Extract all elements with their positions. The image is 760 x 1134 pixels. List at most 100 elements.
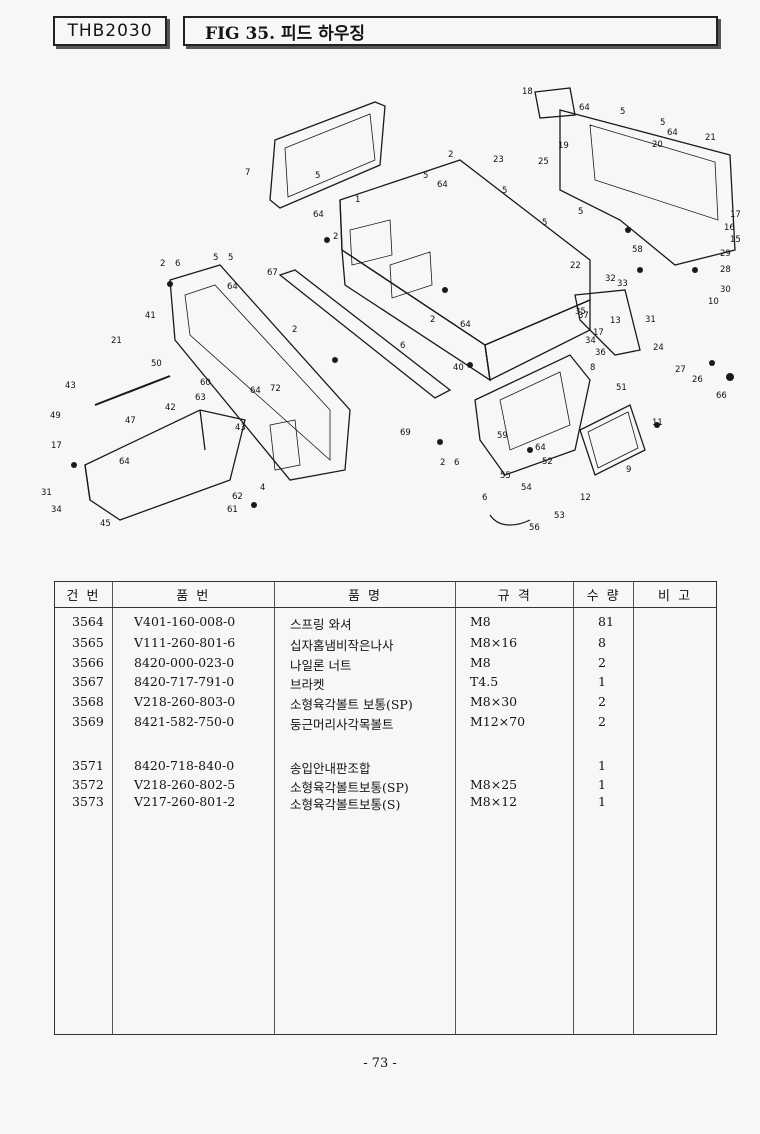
table-row: 3564 V401-160-008-0 스프링 와셔 M8 81	[54, 614, 717, 632]
col-header-note: 비 고	[633, 581, 717, 608]
svg-text:43: 43	[235, 423, 246, 433]
svg-text:63: 63	[195, 393, 206, 403]
table-row: 3567 8420-717-791-0 브라켓 T4.5 1	[54, 674, 717, 692]
svg-text:64: 64	[667, 128, 678, 138]
qty: 1	[598, 758, 606, 773]
svg-text:60: 60	[200, 378, 211, 388]
cover-plate	[269, 101, 386, 209]
qty: 2	[598, 694, 606, 709]
svg-text:2: 2	[292, 325, 297, 335]
housing-window-left	[349, 219, 393, 266]
svg-text:34: 34	[585, 336, 596, 346]
svg-text:64: 64	[579, 103, 590, 113]
part-name: 송입안내판조합	[290, 761, 371, 776]
svg-text:25: 25	[538, 157, 549, 167]
svg-text:37: 37	[578, 311, 589, 321]
part-name: 나일론 너트	[290, 658, 352, 673]
feed-housing	[339, 159, 591, 346]
item-no: 3573	[72, 794, 104, 809]
part-no: 8420-000-023-0	[134, 655, 235, 670]
spec: M8×12	[470, 794, 518, 809]
svg-text:61: 61	[227, 505, 238, 515]
svg-text:64: 64	[535, 443, 546, 453]
side-frame-left	[169, 264, 351, 481]
svg-text:2: 2	[440, 458, 445, 468]
svg-text:30: 30	[720, 285, 731, 295]
qty: 2	[598, 655, 606, 670]
table-header-row: 건 번 품 번 품 명 규 격 수 량 비 고	[54, 581, 717, 608]
svg-text:64: 64	[313, 210, 324, 220]
spec: M12×70	[470, 714, 526, 729]
svg-text:26: 26	[692, 375, 703, 385]
svg-text:45: 45	[100, 519, 111, 529]
item-no: 3566	[72, 655, 104, 670]
part-name: 브라켓	[290, 677, 325, 692]
col-header-spec: 규 격	[455, 581, 575, 608]
item-no: 3565	[72, 635, 104, 650]
part-no: V218-260-802-5	[134, 777, 236, 792]
housing-window-mid	[389, 251, 433, 299]
svg-text:24: 24	[653, 343, 664, 353]
svg-text:5: 5	[213, 253, 218, 263]
svg-text:50: 50	[151, 359, 162, 369]
svg-text:64: 64	[119, 457, 130, 467]
svg-text:6: 6	[454, 458, 459, 468]
part-no: 8420-718-840-0	[134, 758, 235, 773]
spec: M8	[470, 614, 491, 629]
figure-title-text: FIG 35. 피드 하우징	[205, 23, 366, 44]
svg-text:64: 64	[250, 386, 261, 396]
svg-text:49: 49	[50, 411, 61, 421]
guide-plate-frame	[474, 354, 591, 476]
spec: M8×30	[470, 694, 518, 709]
svg-text:20: 20	[652, 140, 663, 150]
item-no: 3564	[72, 614, 104, 629]
svg-text:6: 6	[482, 493, 487, 503]
svg-text:43: 43	[65, 381, 76, 391]
svg-text:17: 17	[51, 441, 62, 451]
part-name: 소형육각볼트보통(S)	[290, 797, 401, 812]
svg-text:21: 21	[111, 336, 122, 346]
item-no: 3571	[72, 758, 104, 773]
qty: 1	[598, 794, 606, 809]
svg-text:64: 64	[460, 320, 471, 330]
svg-text:58: 58	[632, 245, 643, 255]
qty: 8	[598, 635, 606, 650]
svg-text:5: 5	[620, 107, 625, 117]
svg-text:10: 10	[708, 297, 719, 307]
rod	[94, 375, 171, 406]
part-name: 스프링 와셔	[290, 617, 352, 632]
svg-text:54: 54	[521, 483, 532, 493]
svg-text:5: 5	[660, 118, 665, 128]
col-header-qty: 수 량	[573, 581, 635, 608]
part-no: V218-260-803-0	[134, 694, 236, 709]
part-name: 십자홈냄비작은나사	[290, 638, 394, 653]
model-text: THB2030	[67, 21, 153, 41]
svg-text:12: 12	[580, 493, 591, 503]
svg-text:23: 23	[493, 155, 504, 165]
guide-rail	[278, 269, 452, 399]
part-no: 8420-717-791-0	[134, 674, 235, 689]
svg-text:40: 40	[453, 363, 464, 373]
table-row: 3572 V218-260-802-5 소형육각볼트보통(SP) M8×25 1	[54, 777, 717, 795]
svg-text:41: 41	[145, 311, 156, 321]
svg-text:29: 29	[720, 249, 731, 259]
col-header-part-no: 품 번	[112, 581, 275, 608]
svg-text:8: 8	[590, 363, 595, 373]
part-name: 소형육각볼트보통(SP)	[290, 780, 409, 795]
svg-text:15: 15	[730, 235, 741, 245]
svg-text:47: 47	[125, 416, 136, 426]
svg-text:42: 42	[165, 403, 176, 413]
svg-text:5: 5	[578, 207, 583, 217]
svg-text:62: 62	[232, 492, 243, 502]
svg-text:5: 5	[502, 186, 507, 196]
col-header-item-no: 건 번	[54, 581, 113, 608]
svg-text:2: 2	[160, 259, 165, 269]
svg-text:72: 72	[270, 384, 281, 394]
svg-text:6: 6	[400, 341, 405, 351]
spec: M8×25	[470, 777, 518, 792]
svg-text:36: 36	[595, 348, 606, 358]
svg-text:2: 2	[333, 232, 338, 242]
svg-text:53: 53	[554, 511, 565, 521]
